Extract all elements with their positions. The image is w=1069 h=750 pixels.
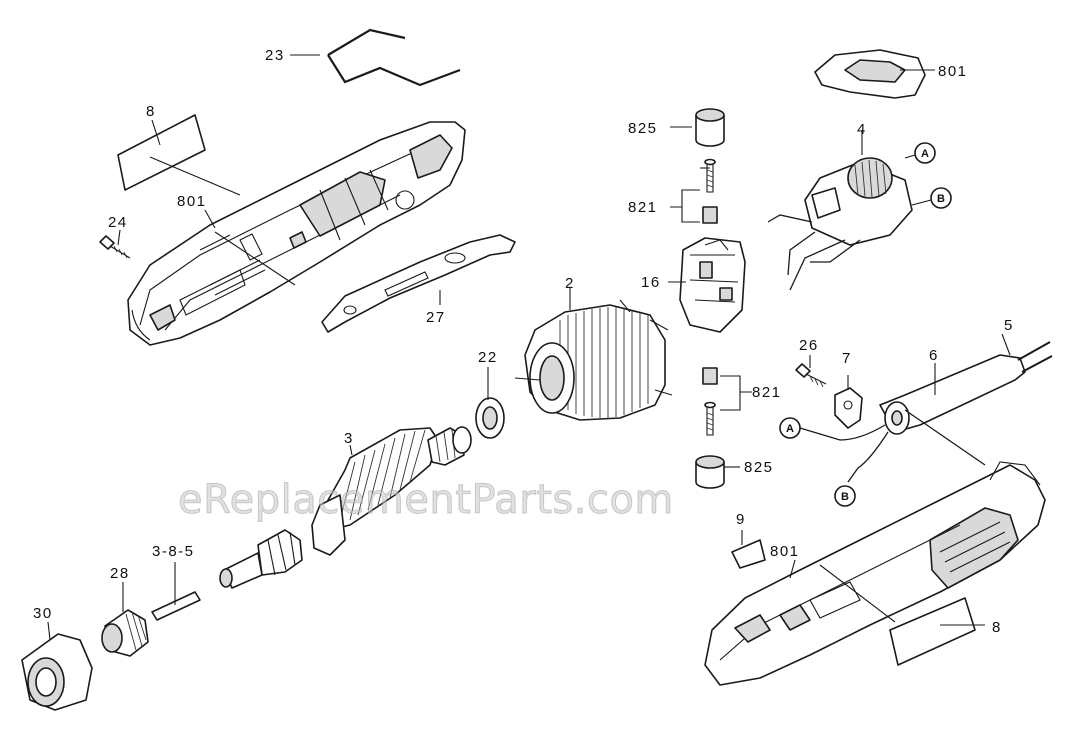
circle-B-top: B [930,187,952,209]
svg-text:A: A [786,423,794,435]
screw-821-bottom [702,367,718,436]
cord-clamp-7 [834,387,863,429]
circle-A-bottom: A [779,417,801,439]
callout-16: 16 [641,274,661,291]
power-cord-5 [1017,341,1053,373]
screw-821-top [702,158,718,224]
callout-825-bottom: 825 [744,459,774,476]
switch-slide-plate-27 [321,234,516,333]
cap-825-top [695,108,725,147]
callout-27: 27 [426,309,446,326]
callout-24: 24 [108,214,128,231]
callout-8-bottom: 8 [992,619,1002,636]
screw-26 [795,363,827,388]
callout-7: 7 [842,350,852,367]
cord-wires [799,409,986,483]
label-card-8-bottom [889,597,976,666]
collet-pin-3-8-5 [151,591,201,621]
callout-825-top: 825 [628,120,658,137]
speed-control-board-4 [767,157,913,291]
wire-clip-23 [327,28,461,87]
switch-block-16 [679,237,746,333]
label-tag-9 [731,539,766,569]
leader-lines [47,54,1011,641]
right-housing-half [704,461,1046,686]
callout-821-bottom: 821 [752,384,782,401]
cap-825-bottom [695,455,725,489]
callout-26: 26 [799,337,819,354]
screw-24 [99,235,131,259]
callout-6: 6 [929,347,939,364]
callout-3-8-5: 3-8-5 [152,543,195,560]
strain-relief-6 [879,354,1026,435]
collet-nut-28 [101,609,149,657]
callout-3: 3 [344,430,354,447]
nose-cap-30 [21,633,93,711]
callout-2: 2 [565,275,575,292]
callout-8-top: 8 [146,103,156,120]
callout-801-bottom: 801 [770,543,800,560]
callout-821-top: 821 [628,199,658,216]
armature-3 [219,426,472,589]
bearing-22 [475,397,505,439]
callout-30: 30 [33,605,53,622]
svg-text:A: A [921,148,929,160]
callout-28: 28 [110,565,130,582]
end-cap-801 [814,49,926,99]
callout-801-top: 801 [938,63,968,80]
callout-23: 23 [265,47,285,64]
circle-B-bottom: B [834,485,856,507]
svg-text:B: B [937,193,945,205]
callout-9: 9 [736,511,746,528]
label-card-8-top [117,114,206,191]
motor-field-2 [514,299,673,421]
callout-4: 4 [857,121,867,138]
callout-numbers: 23 8 801 24 27 825 821 16 801 4 2 22 3 3… [33,47,1014,636]
watermark-text: eReplacementParts.com [178,477,674,523]
circle-A-top: A [914,142,936,164]
callout-5: 5 [1004,317,1014,334]
svg-text:B: B [841,491,849,503]
callout-801-left: 801 [177,193,207,210]
callout-22: 22 [478,349,498,366]
